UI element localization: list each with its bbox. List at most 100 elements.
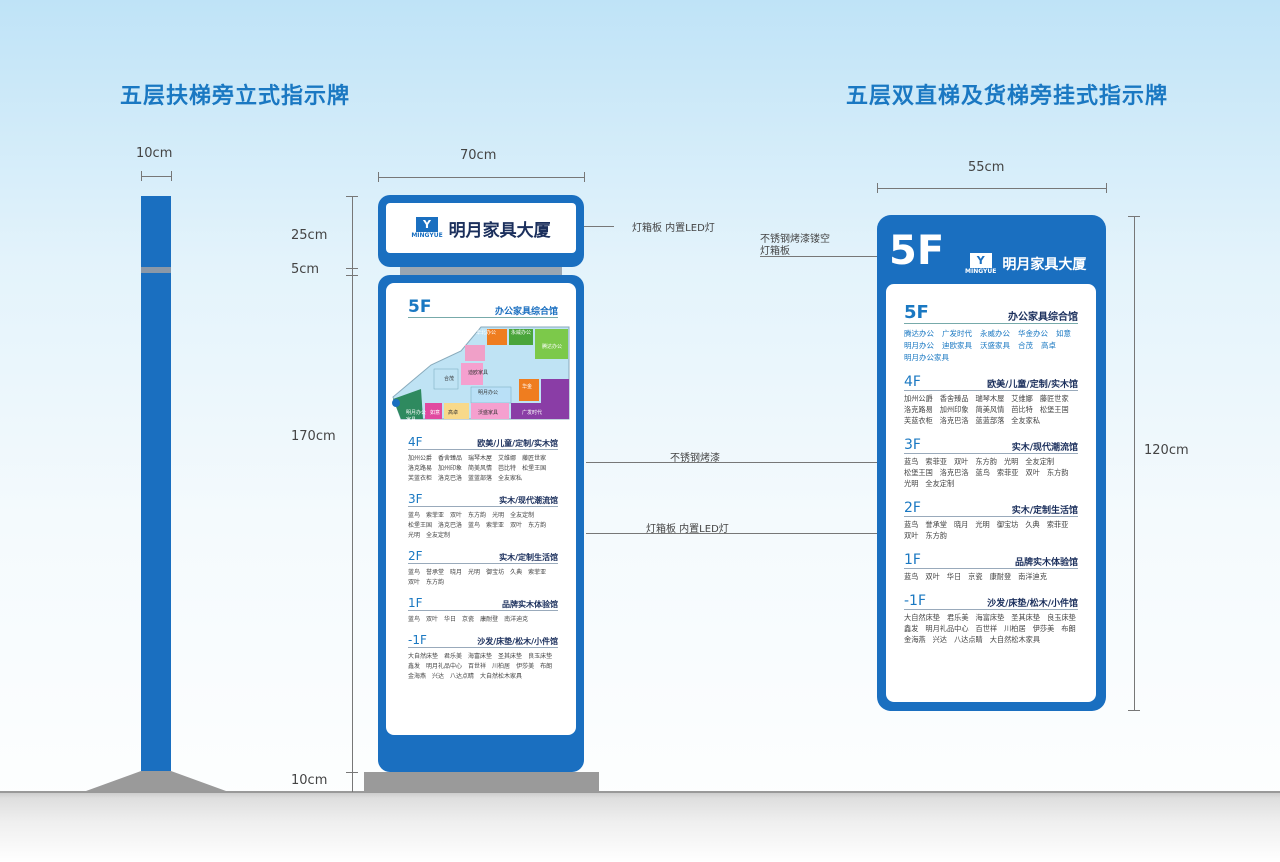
tenant-name: 芭比特: [1011, 405, 1033, 414]
tenant-name: 南洋迪克: [1018, 572, 1047, 581]
tenant-name: 光明: [408, 532, 421, 539]
tenant-name: 蓝鸟: [408, 512, 421, 519]
tenant-name: 瑞琴木屋: [468, 455, 493, 462]
tenant-name: 芙蓝衣柜: [904, 416, 933, 425]
map-label: 明月办公家具: [406, 410, 427, 423]
tenant-name: 芙蓝衣柜: [408, 475, 433, 482]
lightbox-body-note: 灯箱板 内置LED灯: [646, 524, 729, 535]
tenant-name: 京瓷: [462, 616, 475, 623]
right-5f-code: 5F: [904, 302, 929, 323]
tenant-name: 双叶: [925, 572, 940, 581]
left-header-frame: Y MINGYUE 明月家具大厦: [378, 195, 584, 267]
tenant-name: 誉承堂: [925, 520, 947, 529]
tenant-name: 良玉床垫: [1047, 613, 1076, 622]
tenant-name: 蓝鸟: [904, 457, 919, 466]
tenant-name: 蓝鸟: [408, 616, 421, 623]
map-block: [511, 403, 541, 419]
tenant-name: 蓝鸟: [904, 520, 919, 529]
tenant-name: 全友家私: [1011, 416, 1041, 425]
left-5f-title: 办公家具综合馆: [494, 307, 558, 317]
map-label: 华北办公: [476, 330, 497, 336]
left-sign-title: 五层扶梯旁立式指示牌: [120, 84, 351, 109]
tenant-name: 蓝鸟: [408, 569, 421, 576]
tenant-name: 华金办公: [1018, 329, 1048, 338]
brand-logo: Y MINGYUE: [411, 217, 443, 239]
pillar-joint: [141, 267, 171, 273]
map-label: 高卓: [448, 410, 459, 416]
right-tenant-list: 加州公爵香舍臻品瑞琴木屋艾维娜藤匠世家洛克路易加州印象简美风情芭比特松堡王国芙蓝…: [904, 394, 1078, 426]
tenant-name: 百世祥: [975, 624, 998, 633]
ground-line: [0, 791, 1280, 793]
map-label: 永威办公: [511, 330, 532, 336]
tenant-name: 沃盛家具: [980, 341, 1010, 350]
tenant-name: 双叶: [1025, 468, 1040, 477]
right-sign-title: 五层双直梯及货梯旁挂式指示牌: [846, 84, 1169, 109]
tenant-name: 光明: [492, 512, 505, 519]
left-width-label: 70cm: [460, 148, 497, 163]
tenant-name: 双叶: [408, 579, 421, 586]
tenant-name: 川柏居: [1004, 624, 1026, 633]
tenant-name: 京瓷: [968, 572, 983, 581]
tenant-name: 蓝鸟: [468, 522, 481, 529]
right-floor-title: 沙发/床垫/松木/小件馆: [987, 599, 1078, 609]
tenant-name: 光明: [904, 479, 919, 488]
right-width-line: [877, 188, 1106, 189]
tenant-name: 八达点睛: [450, 673, 475, 680]
tenant-name: 伊莎美: [1032, 624, 1055, 633]
tenant-name: 全友家私: [498, 475, 523, 482]
tenant-name: 康耐登: [480, 616, 499, 623]
tenant-name: 蓝蓝部落: [468, 475, 493, 482]
tenant-name: 布朗: [540, 663, 553, 670]
tenant-name: 加州公爵: [408, 455, 433, 462]
left-floor-map: [392, 326, 570, 420]
tenant-name: 鑫发: [408, 663, 421, 670]
left-tenant-list: 大自然床垫君乐美海富床垫圣其床垫良玉床垫鑫发明月礼品中心百世祥川柏居伊莎美布朗金…: [408, 651, 558, 680]
tenant-name: 海富床垫: [975, 613, 1005, 622]
tenant-name: 华日: [444, 616, 457, 623]
tenant-name: 全友定制: [925, 479, 955, 488]
tenant-name: 简美风情: [975, 405, 1005, 414]
tenant-name: 双叶: [510, 522, 523, 529]
tenant-name: 藤匠世家: [522, 455, 547, 462]
hollow-leader: [760, 256, 890, 257]
right-5f-title: 办公家具综合馆: [1008, 312, 1078, 323]
tenant-name: 金海燕: [408, 673, 427, 680]
tenant-name: 蓝鸟: [904, 572, 919, 581]
brand-name: 明月家具大厦: [1002, 257, 1087, 273]
right-floor-big: 5F: [889, 228, 945, 274]
tenant-name: 百世祥: [468, 663, 487, 670]
tenant-name: 洛克巴洛: [438, 475, 463, 482]
tenant-name: 东方韵: [975, 457, 997, 466]
left-floor-title: 欧美/儿童/定制/实木馆: [477, 439, 558, 448]
tenant-name: 洛克巴洛: [438, 522, 463, 529]
tenant-name: 洛克路易: [408, 465, 433, 472]
tenant-name: 东方韵: [426, 579, 445, 586]
lightbox-top-note: 灯箱板 内置LED灯: [632, 223, 715, 234]
tenant-name: 松堡王国: [522, 465, 547, 472]
tenant-name: 圣其床垫: [498, 653, 523, 660]
right-tenant-list: 蓝鸟誉承堂晓月光明御宝坊久典索菲亚双叶东方韵: [904, 520, 1078, 541]
tenant-name: 双叶: [450, 512, 463, 519]
left-base: [364, 772, 599, 792]
right-floor-title: 品牌实木体验馆: [1014, 558, 1078, 568]
left-floor-code: 4F: [408, 435, 423, 449]
tenant-name: 鑫发: [904, 624, 919, 633]
left-tenant-list: 蓝鸟索菲亚双叶东方韵光明全友定制松堡王国洛克巴洛蓝鸟索菲亚双叶东方韵光明全友定制: [408, 510, 558, 539]
map-label: 华金: [522, 384, 533, 390]
brand-logo: Y MINGYUE: [965, 253, 997, 275]
tenant-name: 布朗: [1061, 624, 1076, 633]
tenant-name: 明月办公家具: [904, 353, 949, 362]
map-label: 如意: [430, 410, 441, 416]
left-tenant-list: 加州公爵香舍臻品瑞琴木屋艾维娜藤匠世家洛克路易加州印象简美风情芭比特松堡王国芙蓝…: [408, 453, 558, 482]
tenant-name: 双叶: [953, 457, 969, 466]
tenant-name: 川柏居: [492, 663, 511, 670]
tenant-name: 东方韵: [528, 522, 547, 529]
